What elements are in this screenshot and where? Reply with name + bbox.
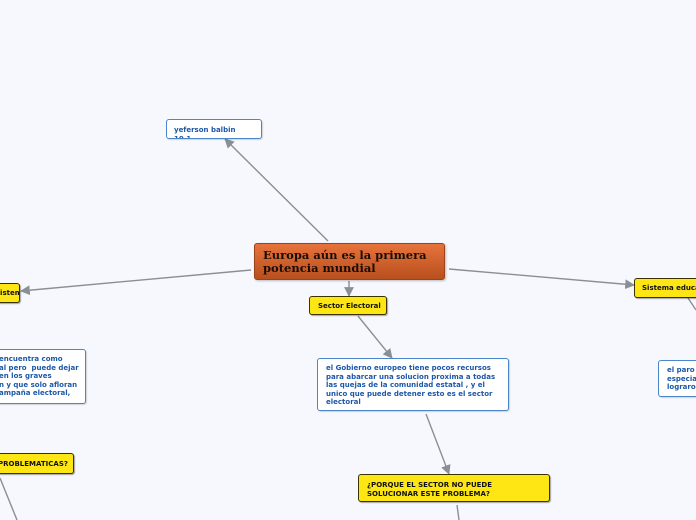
edge-central-to-left-topic [20, 269, 252, 296]
edge-central-to-right-topic [448, 268, 635, 290]
left-description-node[interactable]: encuentra como al pero puede dejar en lo… [0, 349, 86, 404]
left-description-text: encuentra como al pero puede dejar en lo… [0, 355, 79, 398]
edge-description-to-question [425, 413, 451, 475]
sector-description-node[interactable]: el Gobierno europeo tiene pocos recursos… [317, 358, 509, 411]
left-question-label: PROBLEMATICAS? [0, 460, 68, 468]
edge-left-question-continuation [0, 477, 18, 520]
sector-question-node[interactable]: ¿PORQUE EL SECTOR NO PUEDE SOLUCIONAR ES… [358, 474, 550, 502]
central-topic[interactable]: Europa aún es la primera potencia mundia… [254, 243, 445, 280]
left-topic-label: Sistemas [0, 289, 19, 297]
right-description-node[interactable]: el paro especial lograron [658, 360, 696, 397]
edge-sector-to-description [357, 315, 393, 359]
right-topic-node[interactable]: Sistema educativo [634, 278, 696, 298]
author-node[interactable]: yeferson balbin 10.1 [166, 119, 262, 139]
left-question-node[interactable]: PROBLEMATICAS? [0, 453, 74, 474]
left-topic-node[interactable]: Sistemas [0, 283, 20, 303]
edge-right-topic-continuation [687, 297, 696, 311]
edge-central-to-author [224, 138, 329, 242]
edge-question-continuation [456, 504, 460, 520]
sector-electoral-node[interactable]: Sector Electoral [309, 296, 387, 315]
